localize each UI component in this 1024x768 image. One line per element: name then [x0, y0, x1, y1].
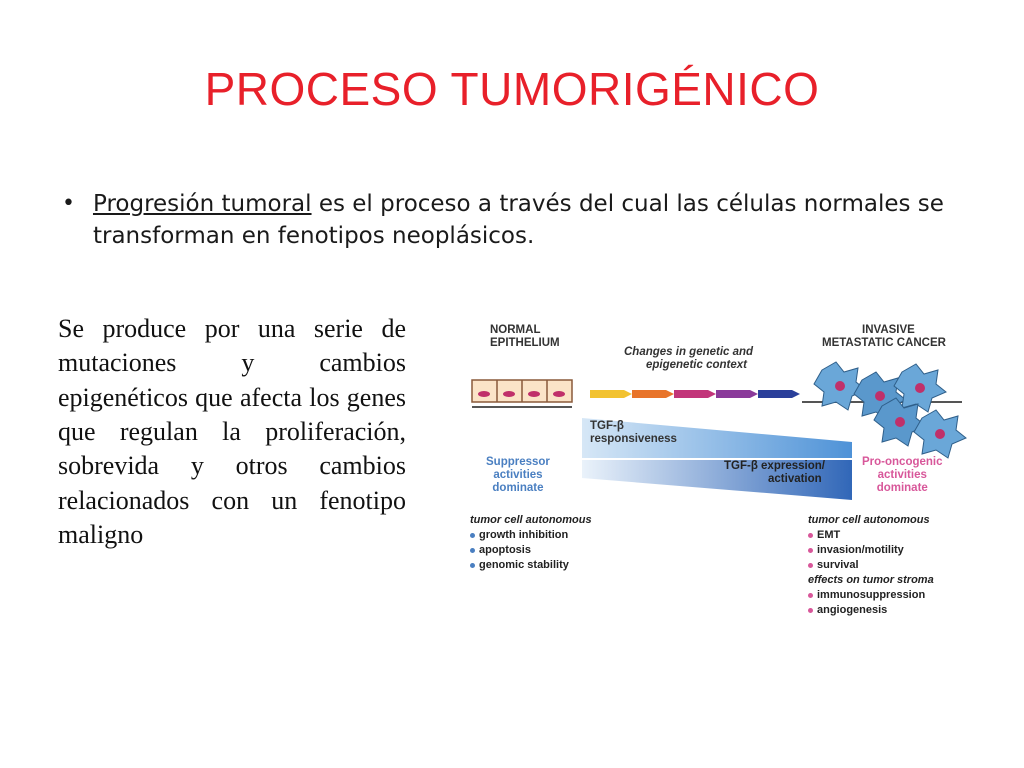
- list-item-label: immunosuppression: [817, 589, 926, 601]
- suppressor-line2: activities: [493, 469, 543, 482]
- list-item-label: genomic stability: [479, 559, 569, 571]
- right-effects-list: tumor cell autonomous EMT invasion/motil…: [808, 514, 934, 619]
- pink-dot-icon: [808, 532, 813, 538]
- bullet-item: • Progresión tumoral es el proceso a tra…: [62, 188, 962, 252]
- cell-nucleus: [528, 391, 540, 397]
- tgf-expr-line2: activation: [768, 473, 822, 486]
- left-effects-list: tumor cell autonomous growth inhibition …: [470, 514, 592, 574]
- bullet-icon: •: [62, 191, 75, 216]
- tgf-responsiveness-wedge: [582, 418, 852, 458]
- invasive-label-line2: METASTATIC CANCER: [822, 337, 946, 350]
- cell-nucleus: [553, 391, 565, 397]
- blue-dot-icon: [470, 562, 475, 568]
- cancer-nucleus: [835, 381, 845, 391]
- suppressor-line3: dominate: [492, 482, 544, 495]
- pro-oncogenic-label: Pro-oncogenic activities dominate: [862, 456, 943, 496]
- pink-dot-icon: [808, 562, 813, 568]
- blue-dot-icon: [470, 547, 475, 553]
- tgf-responsiveness-label: TGF-β responsiveness: [590, 420, 677, 446]
- right-heading: tumor cell autonomous: [808, 514, 930, 526]
- changes-label: Changes in genetic and epigenetic contex…: [624, 346, 753, 372]
- figure-graphics: [471, 361, 967, 500]
- list-item: growth inhibition: [470, 529, 592, 541]
- cell-nucleus: [478, 391, 490, 397]
- pink-dot-icon: [808, 592, 813, 598]
- slide-title: PROCESO TUMORIGÉNICO: [204, 63, 820, 115]
- cancer-nucleus: [895, 417, 905, 427]
- normal-epithelium-cells: [471, 379, 573, 408]
- tgf-resp-line2: responsiveness: [590, 433, 677, 446]
- tgf-expr-line1: TGF-β expression/: [724, 460, 825, 472]
- suppressor-line1: Suppressor: [486, 456, 550, 468]
- bullet-rest: es el proceso a través del cual las célu…: [92, 191, 944, 250]
- invasive-cancer-label: INVASIVE METASTATIC CANCER: [822, 324, 946, 350]
- cancer-nucleus: [915, 383, 925, 393]
- pro-line1: Pro-oncogenic: [862, 456, 943, 468]
- list-item: invasion/motility: [808, 544, 934, 556]
- blue-dot-icon: [470, 532, 475, 538]
- normal-epithelium-label: NORMAL EPITHELIUM: [490, 324, 560, 350]
- progression-arrows: [590, 390, 800, 398]
- arrow-purple: [716, 390, 758, 398]
- normal-label-line1: NORMAL: [490, 324, 541, 336]
- bullet-text: Progresión tumoral es el proceso a travé…: [93, 188, 962, 252]
- tgf-expression-label: TGF-β expression/ activation: [724, 460, 825, 486]
- pro-line3: dominate: [876, 482, 928, 495]
- list-item-label: apoptosis: [479, 544, 531, 556]
- list-item-label: survival: [817, 559, 859, 571]
- arrow-blue: [758, 390, 800, 398]
- list-item: angiogenesis: [808, 604, 934, 616]
- cell-nucleus: [503, 391, 515, 397]
- bullet-underlined-term: Progresión tumoral: [92, 191, 312, 217]
- invasive-label-line1: INVASIVE: [862, 324, 915, 336]
- cancer-nucleus: [935, 429, 945, 439]
- cancer-nucleus: [875, 391, 885, 401]
- list-item-label: angiogenesis: [817, 604, 888, 616]
- list-item-label: invasion/motility: [817, 544, 904, 556]
- tgf-expression-wedge: [582, 460, 852, 500]
- pink-dot-icon: [808, 547, 813, 553]
- tumor-progression-figure: NORMAL EPITHELIUM Changes in genetic and…: [462, 310, 982, 630]
- pink-dot-icon: [808, 607, 813, 613]
- changes-label-line1: Changes in genetic and: [624, 346, 754, 358]
- arrow-magenta: [674, 390, 716, 398]
- list-item-label: growth inhibition: [479, 529, 569, 541]
- list-item: EMT: [808, 529, 934, 541]
- list-item-label: EMT: [817, 529, 841, 541]
- pro-line2: activities: [877, 469, 927, 482]
- invasive-cancer-cells: [802, 361, 967, 459]
- tgf-resp-line1: TGF-β: [590, 420, 624, 432]
- list-item: apoptosis: [470, 544, 592, 556]
- list-item: genomic stability: [470, 559, 592, 571]
- stroma-heading: effects on tumor stroma: [808, 574, 934, 586]
- list-item: survival: [808, 559, 934, 571]
- list-item: immunosuppression: [808, 589, 934, 601]
- arrow-yellow: [590, 390, 632, 398]
- normal-label-line2: EPITHELIUM: [490, 337, 560, 350]
- left-heading: tumor cell autonomous: [470, 514, 592, 526]
- body-paragraph: Se produce por una serie de mutaciones y…: [58, 314, 406, 549]
- changes-label-line2: epigenetic context: [646, 359, 747, 372]
- suppressor-label: Suppressor activities dominate: [486, 456, 550, 496]
- arrow-orange: [632, 390, 674, 398]
